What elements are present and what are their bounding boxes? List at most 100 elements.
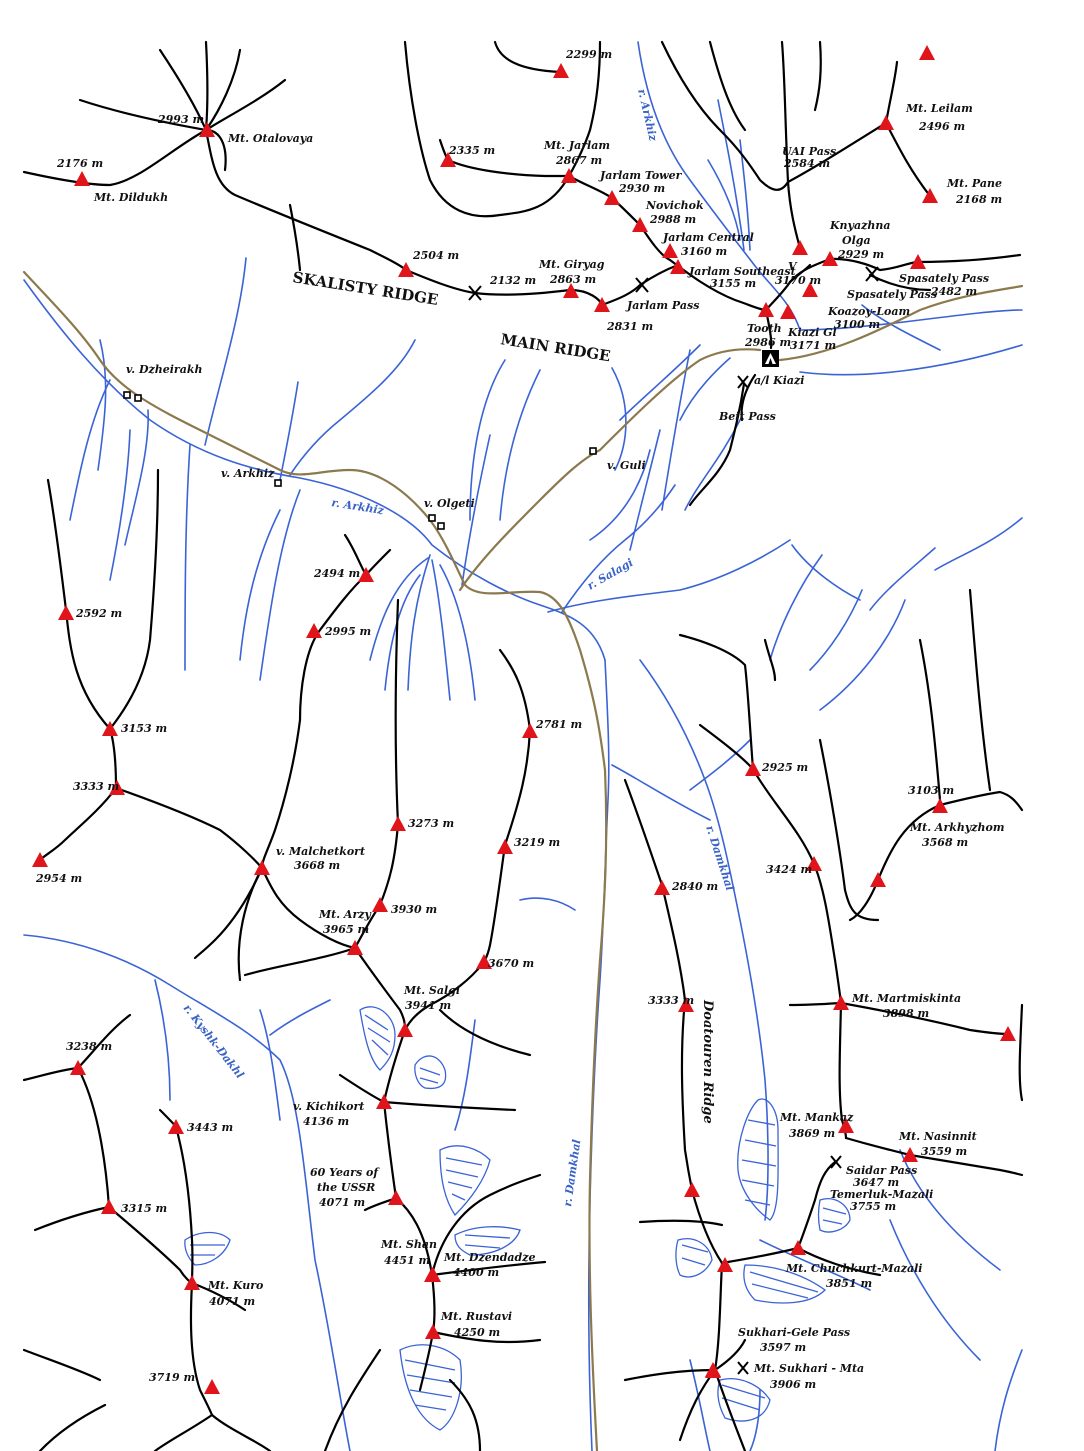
red-triangle-icon <box>563 283 579 298</box>
peak-name: Mt. Chuchkurt-Mazali <box>785 1262 922 1275</box>
red-triangle-icon <box>440 152 456 167</box>
peak-elev: 3559 m <box>921 1145 967 1158</box>
river-name: r. Kyshk-Dakhl <box>181 1002 247 1081</box>
peak-elev: 3155 m <box>710 277 756 290</box>
red-triangle-icon <box>184 1275 200 1290</box>
red-triangle-icon <box>758 302 774 317</box>
peak-elev: 3898 m <box>883 1007 929 1020</box>
peak-labels: 2299 m Mt. Leilam 2496 m 2993 m Mt. Otal… <box>35 48 1004 1391</box>
red-triangle-icon <box>806 856 822 871</box>
peak-elev: 3568 m <box>922 836 968 849</box>
pass-elev: 2482 m <box>930 285 977 298</box>
peak-elev: 2988 m <box>649 213 696 226</box>
peak-elev: 2592 m <box>75 607 122 620</box>
cross-icon <box>737 375 749 389</box>
peak-name: V <box>788 260 798 273</box>
peak-elev: 2986 m <box>744 336 791 349</box>
tent-icon <box>762 350 779 367</box>
red-triangle-icon <box>922 188 938 203</box>
peak-name: Mt. Kuro <box>207 1279 263 1292</box>
small-square-icon <box>428 514 436 522</box>
peak-name: v. Kichikort <box>293 1100 364 1113</box>
peak-name: Mt. Shan <box>380 1238 437 1251</box>
red-triangle-icon <box>604 190 620 205</box>
peak-name: Mt. Leilam <box>905 102 973 115</box>
pass-name: Spasately Pass <box>899 272 989 285</box>
peak-name: Novichok <box>645 199 704 212</box>
red-triangle-icon <box>101 1199 117 1214</box>
small-square-icon <box>274 479 282 487</box>
red-triangle-icon <box>204 1379 220 1394</box>
red-triangle-icon <box>802 282 818 297</box>
peak-elev: 3333 m <box>73 780 119 793</box>
peak-name: Mt. Nasinnit <box>898 1130 977 1143</box>
ridge-name: MAIN RIDGE <box>499 330 611 365</box>
pass-name: Beit Pass <box>718 410 776 423</box>
peak-elev: 2335 m <box>448 144 495 157</box>
red-triangle-icon <box>717 1257 733 1272</box>
peak-name-line1: 60 Years of <box>310 1166 380 1179</box>
red-triangle-icon <box>109 780 125 795</box>
peak-elev: 3941 m <box>405 999 451 1012</box>
red-triangle-icon <box>425 1324 441 1339</box>
peak-elev: 2504 m <box>412 249 459 262</box>
red-triangle-icon <box>670 259 686 274</box>
peak-markers <box>32 45 1016 1394</box>
peak-elev: 2925 m <box>761 761 808 774</box>
cross-icon <box>865 266 879 282</box>
red-triangle-icon <box>70 1060 86 1075</box>
red-triangle-icon <box>58 605 74 620</box>
red-triangle-icon <box>476 954 492 969</box>
red-triangle-icon <box>838 1118 854 1133</box>
peak-name: Jarlam Tower <box>598 169 683 182</box>
peak-elev: 3965 m <box>323 923 369 936</box>
pass-elev: 3597 m <box>760 1341 806 1354</box>
peak-name: Mt. Salgi <box>403 984 460 997</box>
peak-elev: 2299 m <box>565 48 612 61</box>
peak-elev: 3906 m <box>770 1378 816 1391</box>
peak-elev: 4451 m <box>384 1254 430 1267</box>
peak-elev: 3100 m <box>834 318 880 331</box>
peak-elev: 3273 m <box>408 817 454 830</box>
red-triangle-icon <box>678 997 694 1012</box>
peak-name: Mt. Dildukh <box>93 191 168 204</box>
peak-name: v. Malchetkort <box>276 845 365 858</box>
red-triangle-icon <box>306 623 322 638</box>
peak-name-line1: Knyazhna <box>829 219 890 232</box>
red-triangle-icon <box>654 880 670 895</box>
peak-name: Mt. Mankaz <box>779 1111 854 1124</box>
river-name: r. Damkhal <box>561 1139 583 1208</box>
peak-name: Kiazi Gl <box>787 326 837 339</box>
peak-elev: 2176 m <box>56 157 103 170</box>
red-triangle-icon <box>684 1182 700 1197</box>
red-triangle-icon <box>561 168 577 183</box>
pass-name: Temerluk-Mazali <box>830 1188 933 1201</box>
peak-name-line2: Olga <box>842 234 871 247</box>
peak-elev: 2494 m <box>313 567 360 580</box>
peak-name: Mt. Otalovaya <box>227 132 313 145</box>
red-triangle-icon <box>902 1147 918 1162</box>
red-triangle-icon <box>168 1119 184 1134</box>
peak-name: Mt. Arzy <box>318 908 372 921</box>
red-triangle-icon <box>553 63 569 78</box>
red-triangle-icon <box>74 171 90 186</box>
red-triangle-icon <box>254 860 270 875</box>
peak-name: Mt. Jarlam <box>543 139 610 152</box>
village-name: v. Guli <box>607 459 646 472</box>
red-triangle-icon <box>594 297 610 312</box>
peak-elev: 4071 m <box>319 1196 365 1209</box>
peak-name: Mt. Rustavi <box>440 1310 512 1323</box>
pass-elev: 3755 m <box>850 1200 896 1213</box>
peak-elev: 3160 m <box>681 245 727 258</box>
village-name: v. Olgeti <box>424 497 475 510</box>
peak-elev: 3315 m <box>121 1202 167 1215</box>
peak-elev: 3668 m <box>294 859 340 872</box>
red-triangle-icon <box>372 897 388 912</box>
red-triangle-icon <box>632 217 648 232</box>
peak-elev: 2840 m <box>671 880 718 893</box>
cross-icon <box>737 1361 749 1375</box>
village-name: v. Arkhiz <box>221 467 275 480</box>
peak-elev: 3238 m <box>66 1040 112 1053</box>
red-triangle-icon <box>1000 1026 1016 1041</box>
